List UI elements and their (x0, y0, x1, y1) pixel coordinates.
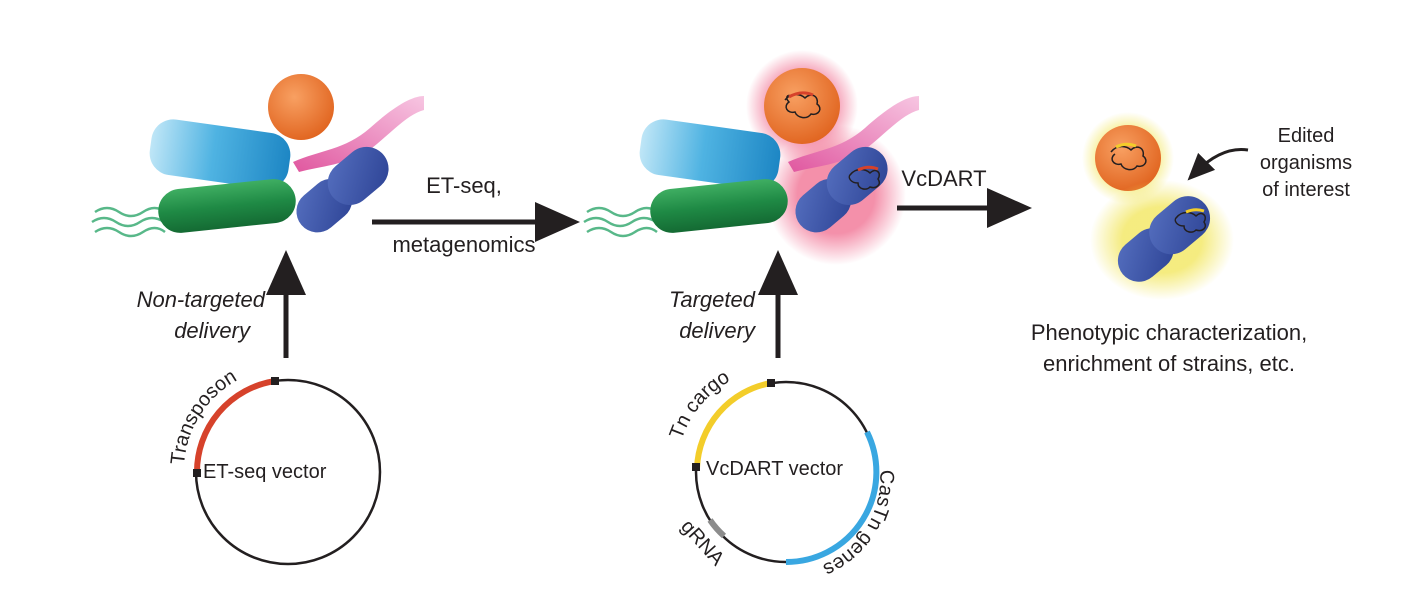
non-targeted-label-1: Non-targeted (137, 287, 266, 312)
transposon-label: Transposon (167, 365, 240, 465)
edited-label-3: of interest (1262, 179, 1350, 201)
pink-ribbon-cell (788, 96, 919, 172)
cas-genes-segment (785, 430, 880, 566)
cyan-rod-cell (639, 119, 781, 189)
blue-dividing-cell (296, 146, 389, 233)
genome-squiggle (848, 168, 881, 190)
vcdart-label: VcDART (901, 166, 986, 191)
edit-mark (1185, 208, 1205, 214)
genome-squiggle (1110, 145, 1147, 171)
orange-sphere-cell (1095, 125, 1161, 191)
non-targeted-label-2: delivery (174, 318, 252, 343)
microbial-community-middle (583, 50, 919, 265)
plasmid-junction-marker (271, 377, 279, 385)
edited-organisms (1082, 112, 1234, 300)
et-seq-label: ET-seq, (426, 173, 502, 198)
cyan-rod-cell (149, 119, 291, 189)
flagella-icon (583, 206, 658, 238)
outcome-label-1: Phenotypic characterization, (1031, 320, 1307, 345)
grna-label: gRNA (676, 516, 728, 571)
edit-mark (1115, 142, 1137, 149)
vcdart-vector-plasmid: Tn cargo CasTn genes gRNA VcDART vector (666, 366, 898, 581)
outcome-label-2: enrichment of strains, etc. (1043, 351, 1295, 376)
blue-dividing-cell (795, 146, 888, 233)
edit-mark (857, 165, 879, 172)
vcdart-vector-label: VcDART vector (706, 458, 843, 480)
plasmid-junction-marker (692, 463, 700, 471)
edit-mark (788, 91, 814, 99)
plasmid-junction-marker (767, 379, 775, 387)
pink-ribbon-cell (293, 96, 424, 172)
edited-pointer-arrow (1187, 147, 1249, 181)
tn-cargo-segment (694, 380, 772, 469)
genome-squiggle (1174, 211, 1207, 233)
microbial-community-left (91, 74, 424, 238)
orange-sphere-cell (268, 74, 334, 140)
targeted-label-1: Targeted (669, 287, 756, 312)
genome-squiggle (784, 93, 821, 119)
grna-segment (707, 518, 727, 539)
flagella-icon (91, 206, 166, 238)
et-seq-vector-label: ET-seq vector (203, 461, 327, 483)
orange-sphere-cell (764, 68, 840, 144)
metagenomics-label: metagenomics (392, 232, 535, 257)
green-rod-cell (158, 179, 296, 233)
edited-label-1: Edited (1278, 125, 1335, 147)
plasmid-junction-marker (193, 469, 201, 477)
transposon-segment (193, 378, 276, 474)
transposon-label-text: Transposon (167, 365, 240, 465)
et-seq-vector-plasmid: Transposon ET-seq vector (167, 365, 382, 566)
edited-label-2: organisms (1260, 152, 1352, 174)
green-rod-cell (650, 179, 788, 233)
targeted-label-2: delivery (679, 318, 757, 343)
